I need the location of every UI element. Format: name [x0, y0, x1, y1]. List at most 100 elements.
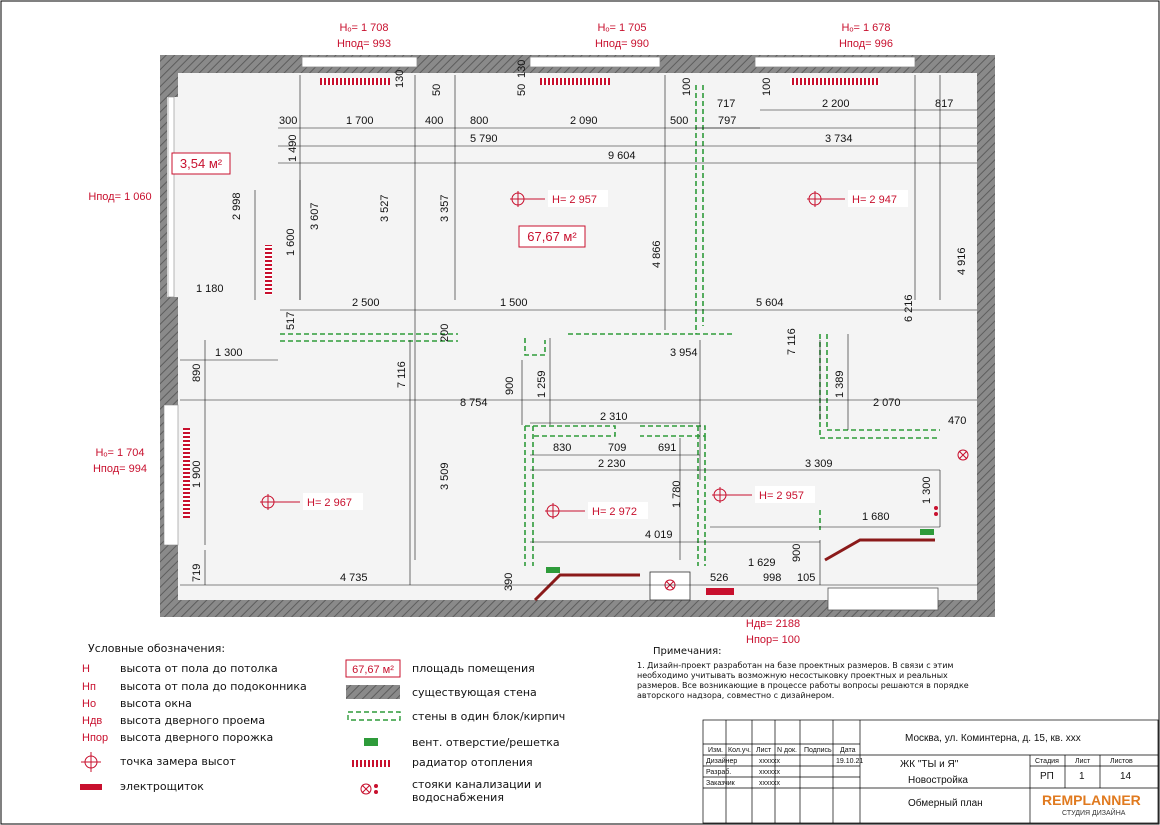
dim: 4 866	[651, 240, 663, 268]
svg-text:размеров. Все возникающие в пр: размеров. Все возникающие в процессе раб…	[637, 681, 969, 690]
dim: 400	[425, 115, 443, 127]
notes: Примечания: 1. Дизайн-проект разработан …	[637, 646, 969, 700]
brand-subtitle: СТУДИЯ ДИЗАЙНА	[1062, 808, 1126, 817]
svg-text:стояки канализации и: стояки канализации и	[412, 778, 542, 791]
legend-title: Условные обозначения:	[88, 642, 225, 655]
svg-text:H= 2 947: H= 2 947	[852, 194, 897, 206]
svg-text:Лист: Лист	[756, 747, 772, 754]
dim: 1 780	[671, 480, 683, 508]
svg-text:существующая стена: существующая стена	[412, 686, 537, 699]
height-mark-2: H= 2 947	[807, 190, 908, 207]
complex: ЖК "ТЫ и Я"	[900, 759, 959, 770]
dim: 517	[285, 312, 297, 330]
electrical-panel	[706, 588, 734, 595]
dim: 2 230	[598, 458, 626, 470]
legend-left: H высота от пола до потолка Hп высота от…	[80, 662, 307, 793]
dim: 50	[431, 84, 443, 96]
height-mark-1: H= 2 957	[510, 190, 608, 207]
window-1-sill: Hпод= 993	[337, 38, 391, 50]
dim: 830	[553, 442, 571, 454]
dim: 4 019	[645, 529, 673, 541]
dim: 1 500	[500, 297, 528, 309]
radiator	[540, 78, 610, 85]
height-mark-5: H= 2 957	[712, 486, 815, 503]
radiator	[320, 78, 390, 85]
svg-text:Примечания:: Примечания:	[653, 646, 722, 657]
svg-text:Hпор: Hпор	[82, 732, 108, 744]
svg-text:H= 2 957: H= 2 957	[552, 194, 597, 206]
main-area-box	[518, 225, 586, 248]
svg-text:высота от пола до подоконника: высота от пола до подоконника	[120, 680, 307, 693]
dim: 390	[503, 573, 515, 591]
svg-text:Изм.: Изм.	[708, 747, 723, 754]
dim: 3 509	[439, 462, 451, 490]
svg-text:H= 2 957: H= 2 957	[759, 490, 804, 502]
dim: 6 216	[903, 294, 915, 322]
top-windows	[183, 56, 916, 518]
dim: 7 116	[786, 328, 798, 355]
dim: 691	[658, 442, 676, 454]
door-height: Hдв= 2188	[746, 618, 800, 630]
svg-text:электрощиток: электрощиток	[120, 780, 204, 793]
height-mark-4: H= 2 972	[545, 502, 648, 519]
dim: 3 734	[825, 133, 853, 145]
legend-right: 67,67 м² площадь помещения существующая …	[345, 659, 565, 804]
dim: 1 900	[191, 460, 203, 488]
dim: 3 527	[379, 194, 391, 222]
dim: 2 998	[231, 192, 243, 220]
svg-text:Дата: Дата	[840, 747, 856, 754]
svg-text:1: 1	[1079, 771, 1085, 782]
dim: 2 070	[873, 397, 901, 409]
vent-grille	[920, 529, 934, 535]
dim: 3 357	[439, 194, 451, 222]
svg-text:высота дверного порожка: высота дверного порожка	[120, 731, 273, 744]
dim: 5 790	[470, 133, 498, 145]
svg-text:Листов: Листов	[1110, 758, 1133, 765]
dim: 50	[516, 84, 528, 96]
dim: 200	[439, 324, 451, 342]
dim: 709	[608, 442, 626, 454]
svg-text:N док.: N док.	[777, 747, 797, 754]
dim: 890	[191, 364, 203, 382]
svg-text:высота от пола до потолка: высота от пола до потолка	[120, 662, 278, 675]
radiator-icon	[352, 760, 390, 767]
room-interiors	[163, 73, 977, 600]
svg-text:1. Дизайн-проект разработан на: 1. Дизайн-проект разработан на базе прое…	[637, 661, 953, 670]
dim: 470	[948, 415, 966, 427]
window-3-height: Hₒ= 1 678	[841, 22, 890, 34]
dim: 4 735	[340, 572, 368, 584]
svg-text:xxxxxx: xxxxxx	[759, 758, 781, 765]
dimension-lines	[180, 75, 977, 586]
dim: 797	[718, 115, 736, 127]
dim: 2 310	[600, 411, 628, 423]
dim: 2 090	[570, 115, 598, 127]
dim: 8 754	[460, 397, 488, 409]
dim: 717	[717, 98, 735, 110]
sheet-title: Обмерный план	[908, 797, 983, 809]
balcony-sill-label: Hпод= 1 060	[88, 191, 151, 203]
svg-text:авторского надзора, совместно: авторского надзора, совместно с дизайнер…	[637, 691, 834, 700]
electrical-panel-icon	[80, 784, 102, 790]
svg-text:точка замера высот: точка замера высот	[120, 755, 236, 768]
vent-icon	[364, 738, 378, 746]
dim: 1 680	[862, 511, 890, 523]
dim: 9 604	[608, 150, 636, 162]
svg-text:водоснабжения: водоснабжения	[412, 791, 504, 804]
radiator	[183, 428, 190, 518]
dim: 1 490	[287, 134, 299, 162]
dim: 1 259	[536, 370, 548, 398]
dim: 130	[516, 60, 528, 78]
svg-text:xxxxxx: xxxxxx	[759, 780, 781, 787]
svg-text:14: 14	[1120, 771, 1132, 782]
svg-text:стены в один блок/кирпич: стены в один блок/кирпич	[412, 710, 565, 723]
window-2-height: Hₒ= 1 705	[597, 22, 646, 34]
dim: 800	[470, 115, 488, 127]
svg-text:Заказчик: Заказчик	[706, 780, 736, 787]
svg-text:xxxxxx: xxxxxx	[759, 769, 781, 776]
svg-text:Лист: Лист	[1075, 758, 1091, 765]
dim: 100	[681, 78, 693, 96]
window-1-height: Hₒ= 1 708	[339, 22, 388, 34]
dim: 2 500	[352, 297, 380, 309]
